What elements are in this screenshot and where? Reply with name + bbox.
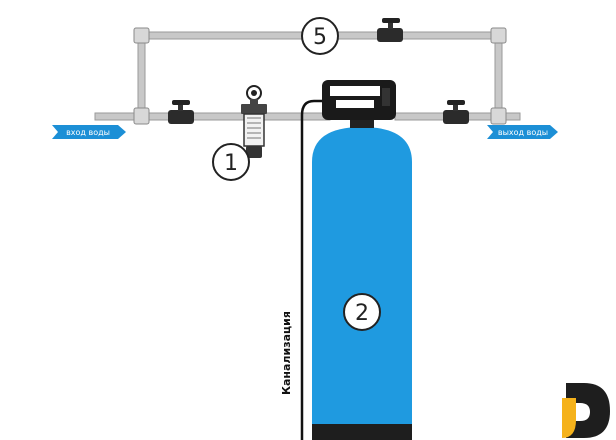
- drain-label: Канализация: [280, 311, 293, 395]
- marker-filter-number: 1: [224, 151, 238, 176]
- ball-valve-icon: [168, 100, 194, 124]
- marker-filter: 1: [212, 143, 250, 181]
- control-head-icon: [300, 80, 396, 440]
- marker-tank: 2: [343, 293, 381, 331]
- ball-valve-icon: [443, 100, 469, 124]
- marker-tank-number: 2: [355, 301, 369, 326]
- outlet-label: выход воды: [498, 128, 548, 137]
- pipe-fittings: [133, 27, 507, 125]
- outlet-arrow: выход воды: [487, 125, 558, 139]
- filter-housing-icon: [241, 85, 267, 158]
- inlet-label: вход воды: [66, 128, 110, 137]
- inlet-arrow: вход воды: [52, 125, 126, 139]
- marker-bypass-number: 5: [313, 25, 327, 50]
- ball-valve-icon: [377, 18, 403, 42]
- marker-bypass: 5: [301, 17, 339, 55]
- brand-logo-icon: [562, 383, 610, 438]
- softener-tank: [312, 127, 412, 440]
